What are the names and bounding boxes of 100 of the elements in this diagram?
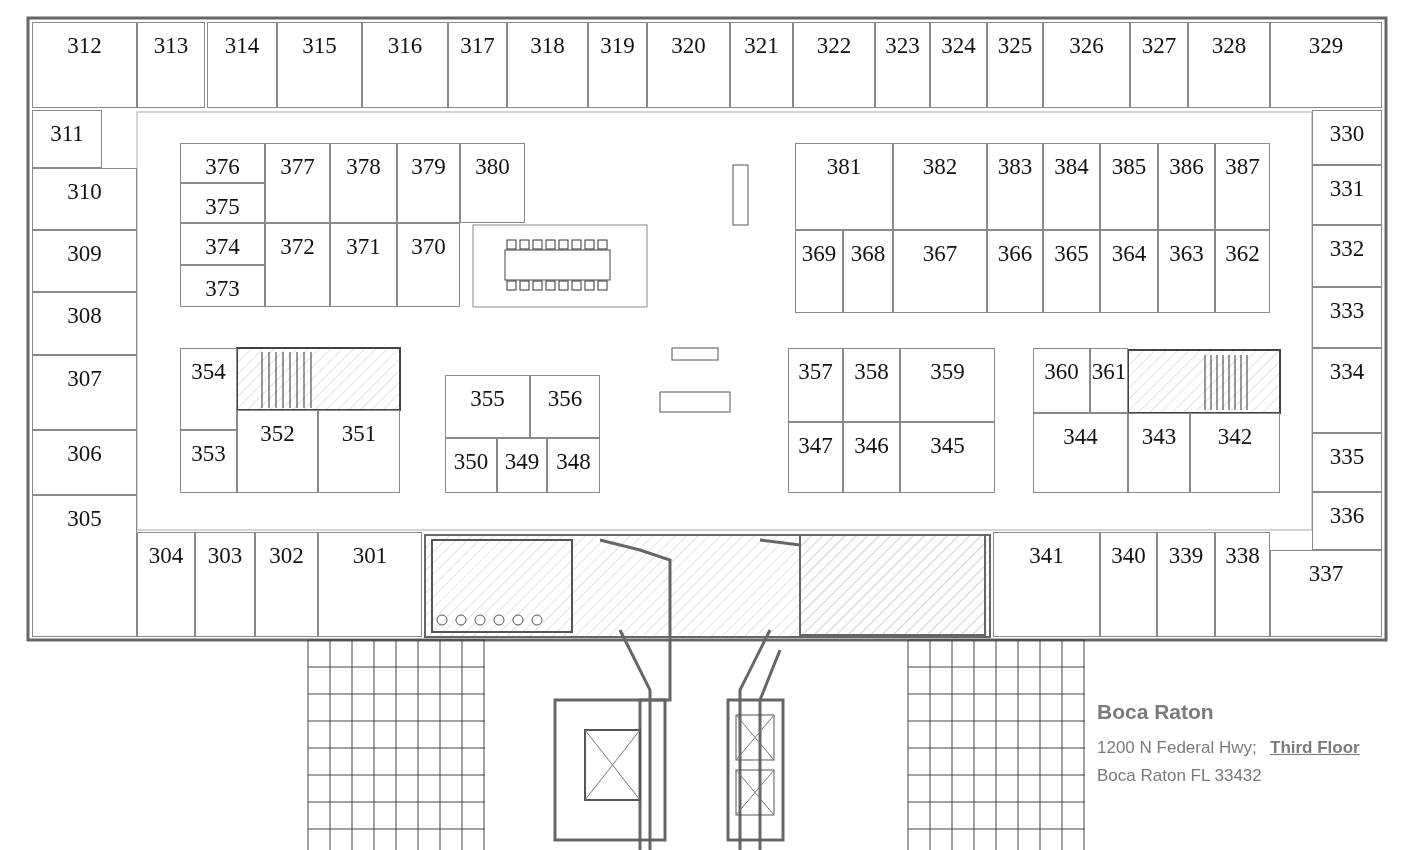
room-number: 346 [854,433,889,459]
room [507,22,588,108]
floor-link: Third Floor [1270,738,1360,758]
room [180,143,265,183]
room [32,168,137,230]
room-number: 353 [191,441,226,467]
room-number: 362 [1225,241,1260,267]
room-number: 349 [504,449,540,475]
room [397,143,460,223]
room [277,22,362,108]
room-number: 302 [269,543,304,569]
room-number: 315 [302,33,337,59]
room-number: 320 [671,33,706,59]
room-number: 325 [997,33,1033,59]
room [460,143,525,223]
room [987,22,1043,108]
room-number: 377 [280,154,315,180]
room [1033,348,1090,413]
room [32,495,137,637]
room [1043,230,1100,313]
room-number: 379 [411,154,446,180]
room [207,22,277,108]
room-number: 373 [205,276,240,302]
room [1157,532,1215,637]
room-number: 330 [1329,121,1365,147]
room-number: 301 [352,543,388,569]
room-number: 339 [1168,543,1204,569]
room-number: 336 [1329,503,1365,529]
room-number: 344 [1063,424,1098,450]
room-number: 359 [930,359,965,385]
room [793,22,875,108]
room [180,430,237,493]
room-number: 350 [453,449,489,475]
room [788,422,843,493]
room [1100,143,1158,230]
room-number: 361 [1091,359,1127,385]
room [1312,433,1382,492]
room [497,438,547,493]
room-number: 318 [530,33,565,59]
room-number: 319 [600,33,635,59]
room [1043,22,1130,108]
room-number: 338 [1225,543,1260,569]
room-number: 305 [67,506,102,532]
room [180,265,265,307]
room-number: 374 [205,234,240,260]
room-number: 324 [941,33,976,59]
room-number: 381 [826,154,862,180]
address-text: Boca Raton FL 33432 [1097,766,1262,786]
room-number: 386 [1169,154,1204,180]
room-number: 376 [205,154,240,180]
room [843,230,893,313]
room [318,532,422,637]
room [647,22,730,108]
room-number: 326 [1069,33,1104,59]
room-number: 387 [1225,154,1260,180]
room [788,348,843,422]
room [318,410,400,493]
room [32,430,137,495]
room [195,532,255,637]
room [1130,22,1188,108]
room-number: 369 [801,241,837,267]
room [32,230,137,292]
room [180,223,265,265]
room-number: 364 [1111,241,1147,267]
room-number: 360 [1044,359,1079,385]
room-number: 321 [744,33,779,59]
room [397,223,460,307]
room-number: 340 [1111,543,1146,569]
room-number: 316 [387,33,423,59]
room-number: 322 [816,33,852,59]
room-number: 309 [67,241,102,267]
room [330,143,397,223]
room [265,223,330,307]
room [1188,22,1270,108]
room [362,22,448,108]
room-number: 332 [1329,236,1365,262]
room-number: 358 [854,359,889,385]
room-number: 380 [475,154,510,180]
room-number: 357 [798,359,833,385]
room [930,22,987,108]
room [547,438,600,493]
room-number: 304 [148,543,184,569]
room [795,143,893,230]
room [1312,225,1382,287]
room-number: 348 [556,449,591,475]
room [445,438,497,493]
room-number: 328 [1211,33,1247,59]
room-number: 342 [1217,424,1253,450]
room-number: 354 [191,359,226,385]
room [32,22,137,108]
room [1128,413,1190,493]
room-number: 385 [1111,154,1147,180]
room [1190,413,1280,493]
room [1312,165,1382,225]
room [1312,287,1382,348]
room-number: 333 [1329,298,1365,324]
room [180,183,265,223]
room [843,422,900,493]
room [588,22,647,108]
room-number: 355 [470,386,505,412]
